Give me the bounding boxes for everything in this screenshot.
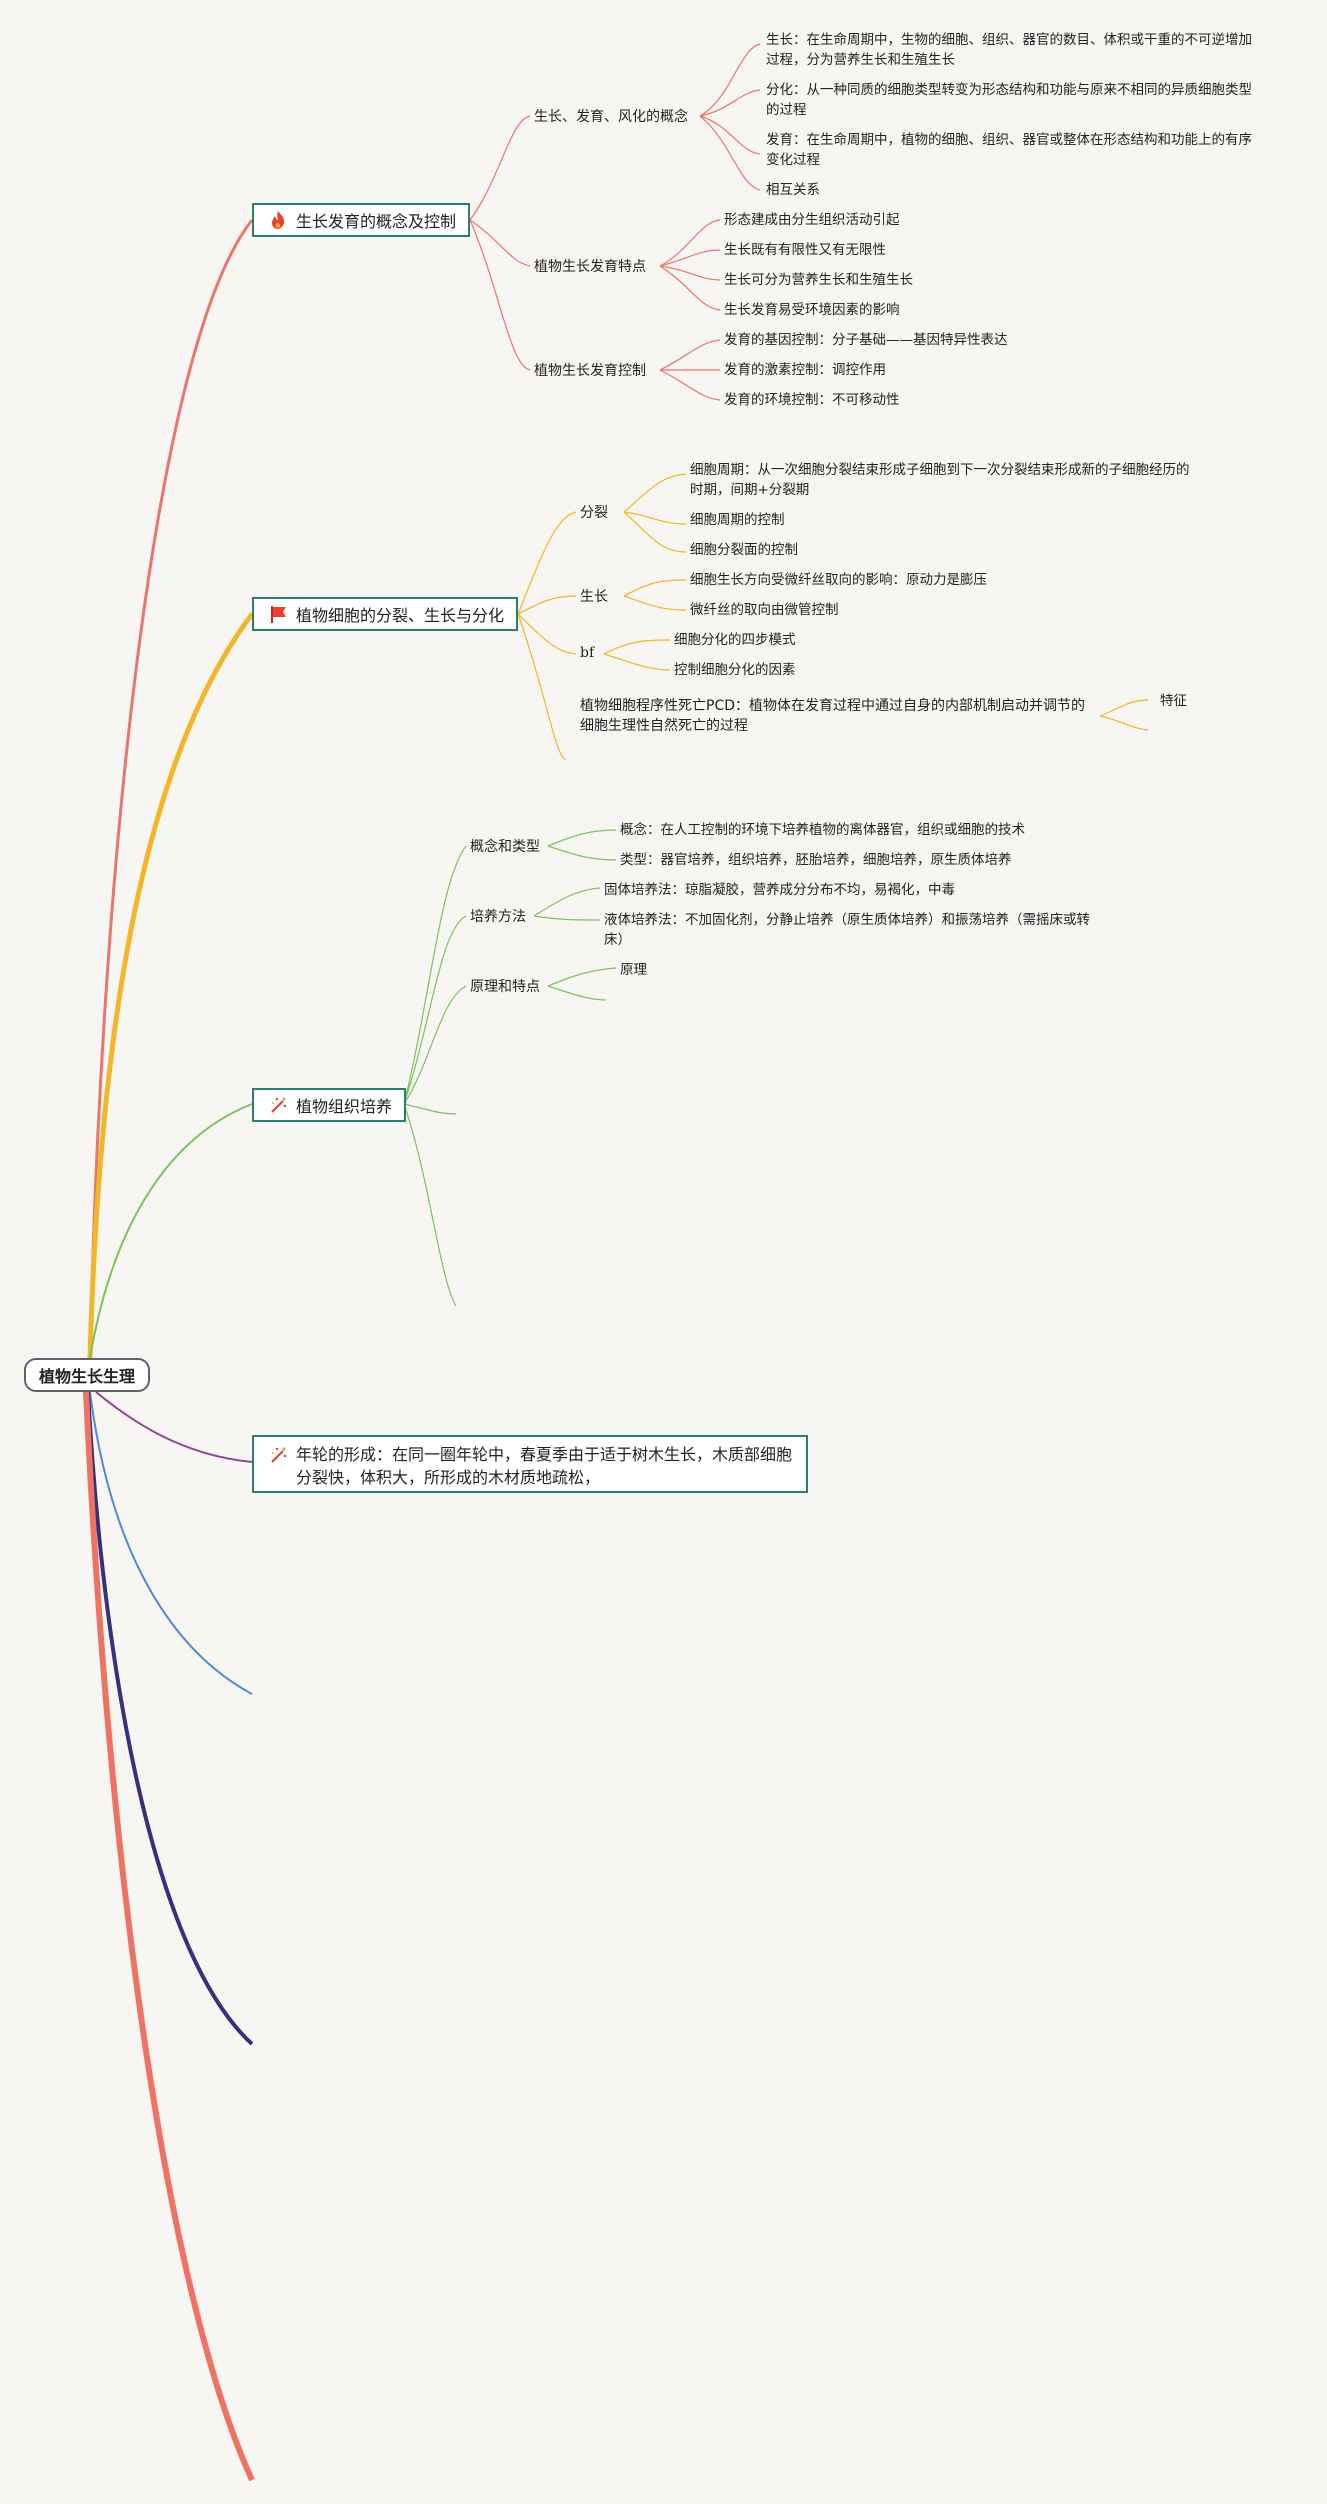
leaf-microtubule: 微纤丝的取向由微管控制 [690,602,839,618]
leaf-feature-1: 形态建成由分生组织活动引起 [724,212,900,228]
topic-tissue-culture[interactable]: 植物组织培养 [252,1088,407,1122]
leaf-feature-3: 生长可分为营养生长和生殖生长 [724,272,913,288]
leaf-cycle-control: 细胞周期的控制 [690,512,785,528]
leaf-liquid-culture: 液体培养法：不加固化剂，分静止培养（原生质体培养）和振荡培养（需摇床或转床） [604,912,1090,948]
sparkle-icon [271,1097,287,1113]
leaf-solid-culture: 固体培养法：琼脂凝胶，营养成分分布不均，易褐化，中毒 [604,882,955,898]
leaf-feature-4: 生长发育易受环境因素的影响 [724,302,900,318]
leaf-four-step: 细胞分化的四步模式 [674,632,796,648]
branch-line-3 [89,1103,253,1359]
root-topic[interactable]: 植物生长生理 [24,1358,150,1392]
leaf-relation: 相互关系 [766,182,820,198]
topic-cell-division[interactable]: 植物细胞的分裂、生长与分化 [252,597,519,631]
leaf-culture-concept: 概念：在人工控制的环境下培养植物的离体器官，组织或细胞的技术 [620,822,1025,838]
branch-line-2 [87,612,255,1359]
branch-line-5 [89,1391,253,1695]
leaf-diff-factors: 控制细胞分化的因素 [674,662,796,678]
subtopic-features[interactable]: 植物生长发育特点 [534,259,646,275]
topic-growth-concept[interactable]: 生长发育的概念及控制 [252,203,471,237]
topic-label: 植物组织培养 [296,1097,393,1116]
branch-line-1 [88,219,254,1359]
subtopic-bf[interactable]: bf [580,645,595,661]
leaf-control-1: 发育的基因控制：分子基础——基因特异性表达 [724,332,1008,348]
subtopic-method[interactable]: 培养方法 [470,909,526,925]
branch-line-4 [95,1391,253,1463]
subtopic-concepts[interactable]: 生长、发育、风化的概念 [534,109,688,125]
topic-annual-ring[interactable]: 年轮的形成：在同一圈年轮中，春夏季由于适于树木生长，木质部细胞分裂快，体积大，所… [252,1435,808,1493]
fire-icon [272,211,285,229]
subtopic-principle[interactable]: 原理和特点 [470,979,540,995]
subtopic-pcd[interactable]: 植物细胞程序性死亡PCD：植物体在发育过程中通过自身的内部机制启动并调节的细胞生… [580,698,1085,734]
topic-label: 年轮的形成：在同一圈年轮中，春夏季由于适于树木生长，木质部细胞分裂快，体积大，所… [296,1445,793,1487]
branch-line-7 [83,1391,255,2482]
leaf-control-3: 发育的环境控制：不可移动性 [724,392,900,408]
subtopic-concept-type[interactable]: 概念和类型 [470,839,540,855]
leaf-development-def: 发育：在生命周期中，植物的细胞、组织、器官或整体在形态结构和功能上的有序变化过程 [766,132,1252,168]
subtopic-division[interactable]: 分裂 [580,505,608,521]
leaf-differentiation-def: 分化：从一种同质的细胞类型转变为形态结构和功能与原来不相同的异质细胞类型的过程 [766,82,1252,118]
branch-line-6 [86,1391,254,2046]
leaf-principle: 原理 [620,962,647,978]
topic-label: 植物细胞的分裂、生长与分化 [296,606,505,625]
sparkle-icon [271,1447,287,1463]
leaf-control-2: 发育的激素控制：调控作用 [724,362,886,378]
subtopic-growth[interactable]: 生长 [580,589,608,605]
leaf-microfibril: 细胞生长方向受微纤丝取向的影响：原动力是膨压 [690,572,987,588]
leaf-feature-2: 生长既有有限性又有无限性 [724,242,886,258]
flag-icon [271,606,286,623]
leaf-growth-def: 生长：在生命周期中，生物的细胞、组织、器官的数目、体积或干重的不可逆增加过程，分… [766,32,1252,68]
topic-label: 生长发育的概念及控制 [296,212,457,231]
leaf-plane-control: 细胞分裂面的控制 [690,542,798,558]
subtopic-control[interactable]: 植物生长发育控制 [534,363,646,379]
leaf-pcd-features: 特征 [1160,693,1187,709]
leaf-culture-types: 类型：器官培养，组织培养，胚胎培养，细胞培养，原生质体培养 [620,852,1012,868]
leaf-cell-cycle: 细胞周期：从一次细胞分裂结束形成子细胞到下一次分裂结束形成新的子细胞经历的时期，… [690,462,1190,498]
